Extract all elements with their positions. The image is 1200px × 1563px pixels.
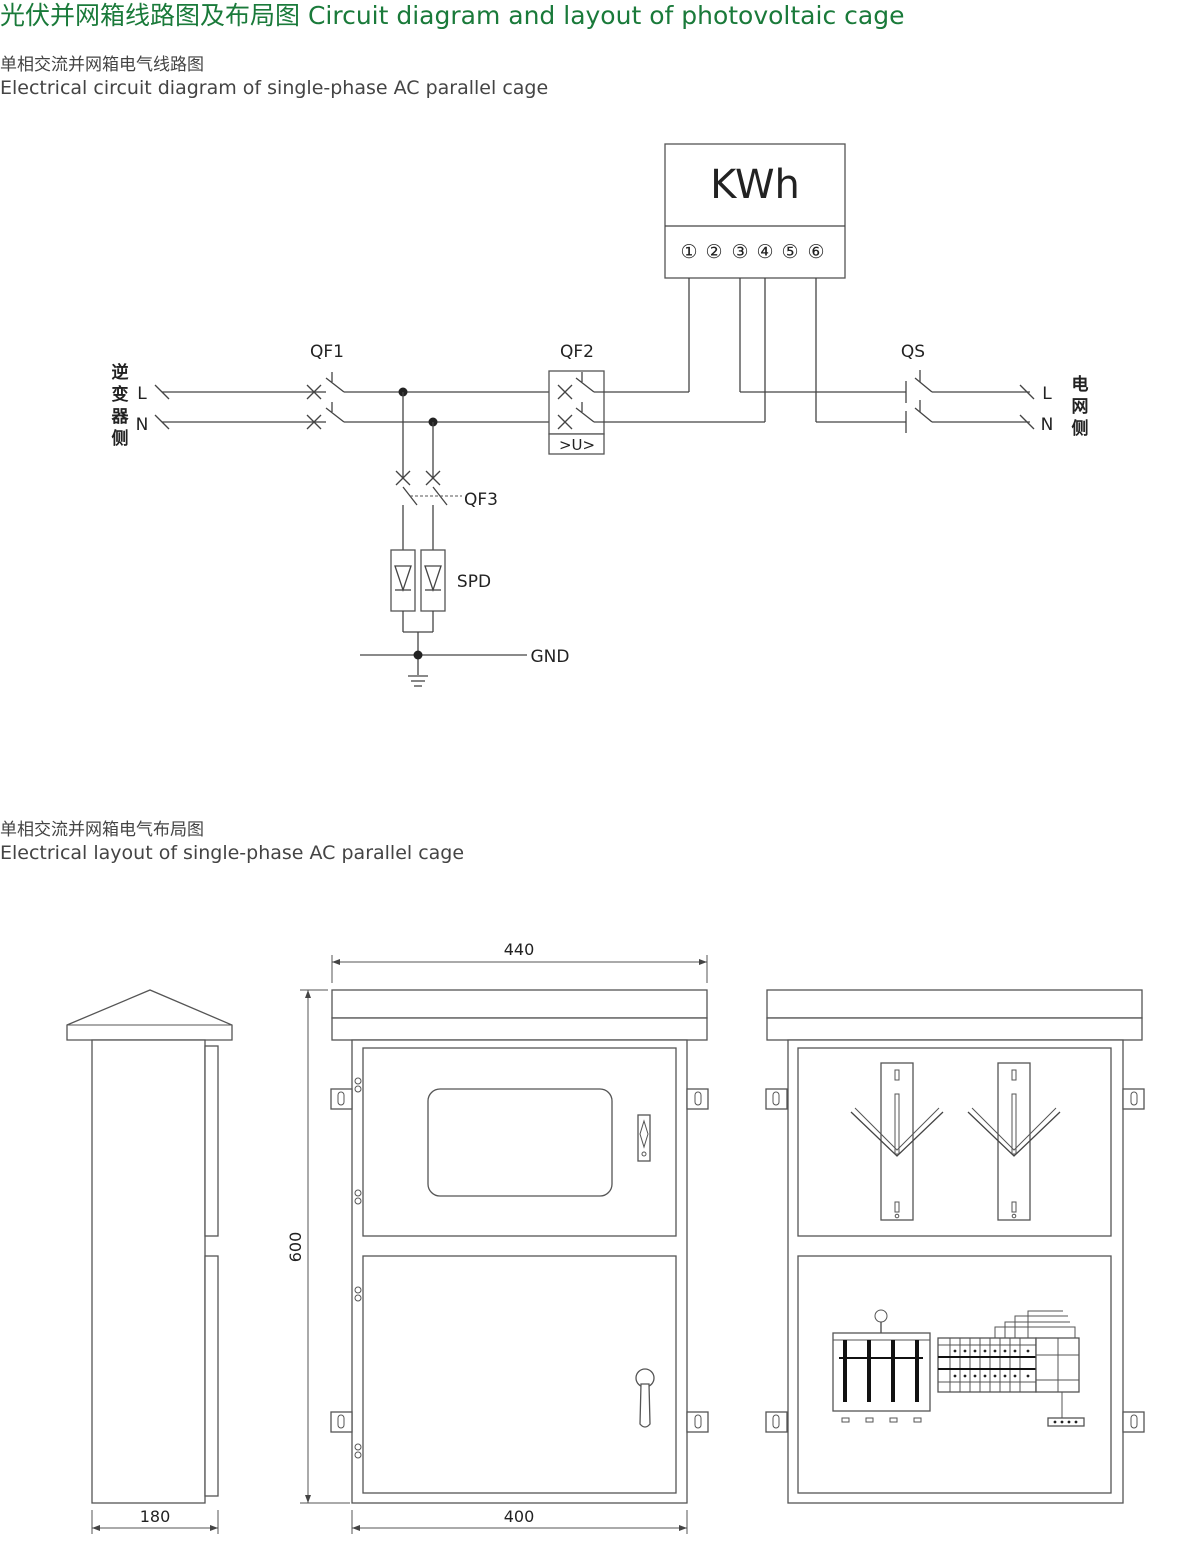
qf2-breaker: >U> QF2 bbox=[548, 342, 605, 455]
isolator-switch bbox=[832, 1309, 931, 1423]
qs-switch: QS bbox=[901, 342, 933, 433]
meter-label: KWh bbox=[710, 162, 800, 208]
terminal-3: ③ bbox=[731, 241, 748, 263]
inverter-side-char-3: 器 bbox=[111, 407, 130, 427]
right-line-l: L bbox=[1042, 384, 1052, 404]
dim-top-width: 440 bbox=[504, 940, 535, 959]
layout-caption-en: Electrical layout of single-phase AC par… bbox=[0, 842, 465, 864]
qf3-breaker: QF3 bbox=[395, 392, 498, 550]
meter-bracket-left bbox=[850, 1062, 944, 1221]
spd-arrester: SPD bbox=[390, 549, 491, 675]
terminal-5: ⑤ bbox=[781, 241, 798, 263]
layout-caption-cn: 单相交流并网箱电气布局图 bbox=[0, 820, 204, 840]
qs-label: QS bbox=[901, 342, 925, 362]
meter-terminals: ① ② ③ ④ ⑤ ⑥ bbox=[680, 241, 824, 263]
inverter-side-char-4: 侧 bbox=[112, 428, 129, 449]
right-line-n: N bbox=[1041, 415, 1054, 435]
internal-layout-cabinet bbox=[765, 989, 1145, 1504]
gnd-label: GND bbox=[531, 647, 570, 667]
circuit-caption-en: Electrical circuit diagram of single-pha… bbox=[0, 77, 549, 99]
qf2-label: QF2 bbox=[560, 342, 594, 362]
dim-side-width: 180 bbox=[140, 1507, 171, 1526]
undervoltage-label: >U> bbox=[559, 436, 595, 454]
breaker-row bbox=[937, 1310, 1076, 1393]
ground-symbol: GND bbox=[360, 647, 570, 687]
meter-bracket-right bbox=[967, 1062, 1061, 1221]
grid-side-char-1: 电 bbox=[1072, 374, 1089, 395]
front-view-cabinet: 440 600 bbox=[286, 940, 709, 1534]
spd-module bbox=[1035, 1337, 1085, 1427]
qf3-label: QF3 bbox=[464, 490, 498, 510]
grid-side-char-2: 网 bbox=[1072, 397, 1089, 417]
terminal-1: ① bbox=[680, 241, 697, 263]
terminal-6: ⑥ bbox=[807, 241, 824, 263]
page-title: 光伏并网箱线路图及布局图 Circuit diagram and layout … bbox=[0, 1, 905, 30]
grid-side-char-3: 侧 bbox=[1072, 418, 1089, 439]
terminal-2: ② bbox=[705, 241, 722, 263]
inverter-side-char-2: 变 bbox=[112, 384, 129, 405]
inverter-side-char-1: 逆 bbox=[112, 362, 129, 383]
dim-bottom-width: 400 bbox=[504, 1507, 535, 1526]
main-lines: QF1 >U> QF2 bbox=[154, 342, 1035, 455]
left-line-n: N bbox=[136, 415, 149, 435]
side-view-cabinet: 180 bbox=[66, 989, 233, 1534]
layout-drawings: 180 440 600 bbox=[66, 940, 1145, 1534]
qf1-label: QF1 bbox=[310, 342, 344, 362]
inverter-side-label: 逆 变 器 侧 bbox=[111, 362, 130, 449]
left-line-l: L bbox=[137, 384, 147, 404]
grid-side-label: 电 网 侧 bbox=[1072, 374, 1089, 439]
dim-height: 600 bbox=[286, 1232, 305, 1263]
spd-label: SPD bbox=[457, 572, 491, 592]
circuit-caption-cn: 单相交流并网箱电气线路图 bbox=[0, 55, 204, 75]
qf1-breaker: QF1 bbox=[306, 342, 345, 430]
kwh-meter: KWh ① ② ③ ④ ⑤ ⑥ bbox=[664, 143, 846, 422]
terminal-4: ④ bbox=[756, 241, 773, 263]
circuit-diagram: KWh ① ② ③ ④ ⑤ ⑥ 逆 变 器 侧 L N bbox=[111, 143, 1089, 687]
